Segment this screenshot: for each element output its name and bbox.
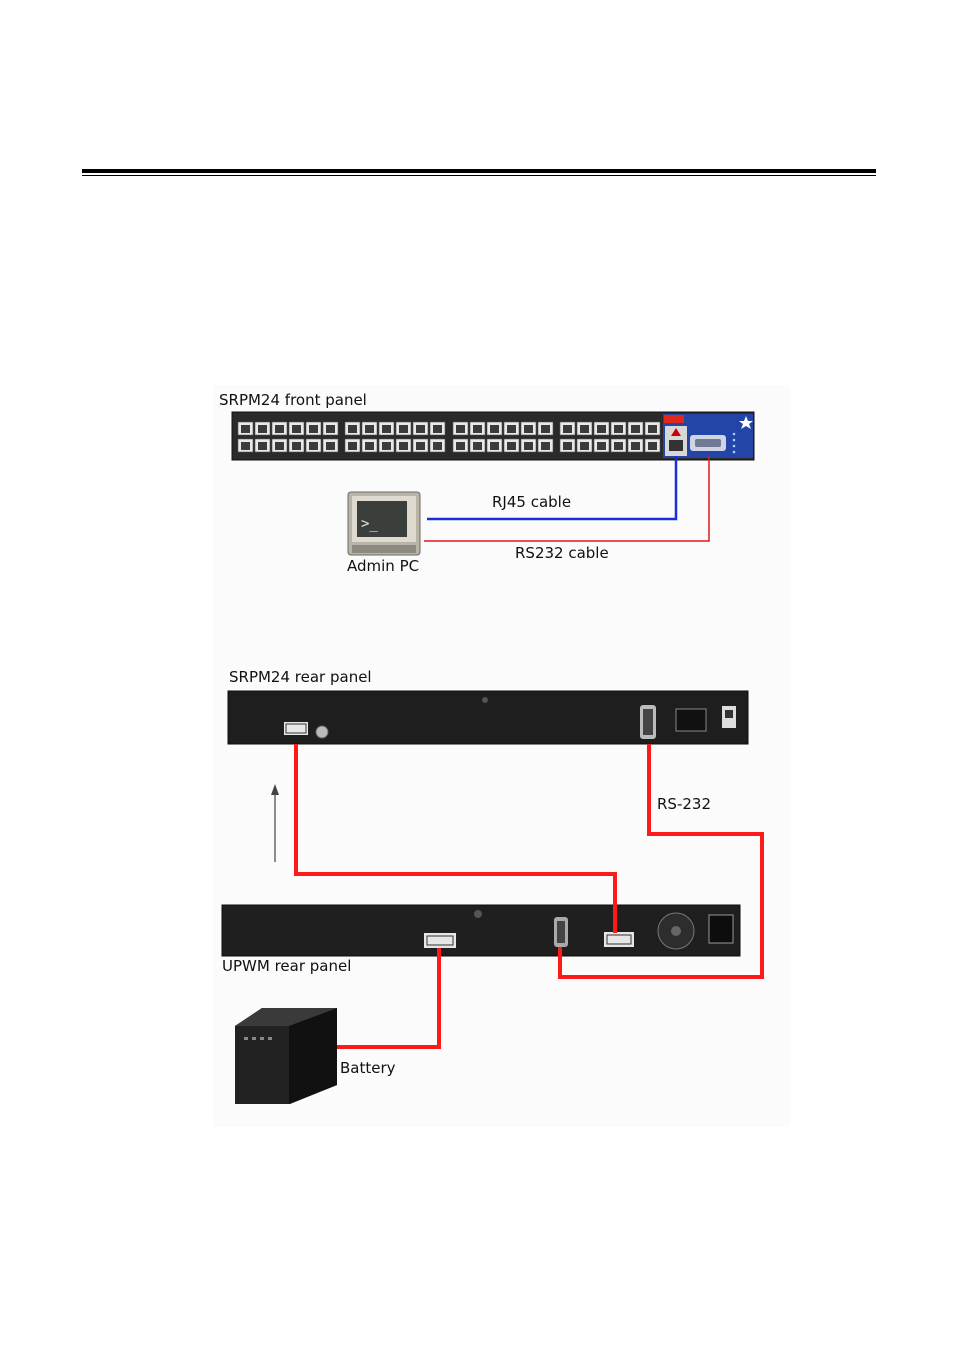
ethernet-port-socket (541, 425, 550, 433)
ethernet-port-socket (456, 442, 465, 450)
upwm-rear-panel (221, 904, 741, 957)
ethernet-port-socket (648, 425, 657, 433)
upwm-rear-panel-label: UPWM rear panel (222, 957, 352, 975)
battery-cable (337, 948, 441, 1049)
ethernet-port-socket (597, 425, 606, 433)
ethernet-port-socket (326, 442, 335, 450)
ethernet-port-socket (241, 442, 250, 450)
ethernet-port-socket (490, 442, 499, 450)
srpm24-rear-panel (227, 690, 749, 745)
battery-label: Battery (340, 1059, 396, 1077)
warning-icon (671, 428, 681, 436)
ethernet-port-socket (631, 425, 640, 433)
ethernet-port-socket (241, 425, 250, 433)
ethernet-port-socket (563, 442, 572, 450)
ethernet-port-socket (433, 425, 442, 433)
ethernet-port-socket (275, 442, 284, 450)
ethernet-port-socket (399, 425, 408, 433)
ethernet-port-socket (292, 442, 301, 450)
admin-pc-label: Admin PC (347, 557, 420, 575)
ethernet-port-socket (631, 442, 640, 450)
status-leds (732, 432, 736, 454)
up-arrow-icon (271, 784, 279, 862)
ethernet-port-socket (597, 442, 606, 450)
rj45-cable-label: RJ45 cable (492, 493, 572, 511)
header-rule (82, 169, 876, 173)
ethernet-ports (237, 421, 661, 453)
ethernet-port-socket (365, 442, 374, 450)
ethernet-port-socket (382, 425, 391, 433)
ethernet-port-socket (524, 425, 533, 433)
ground-screw (315, 725, 329, 739)
ethernet-port-socket (490, 425, 499, 433)
ethernet-port-socket (580, 442, 589, 450)
ethernet-port-socket (473, 442, 482, 450)
ethernet-port-socket (309, 425, 318, 433)
dc-output-connector (604, 932, 634, 947)
upwm-ac-inlet (708, 914, 734, 944)
rear-panel-label: SRPM24 rear panel (229, 668, 372, 686)
ac-power-inlet (675, 708, 707, 732)
ethernet-port-socket (416, 425, 425, 433)
ethernet-port-socket (524, 442, 533, 450)
ethernet-port-socket (648, 442, 657, 450)
srpm24-front-panel (231, 411, 755, 461)
rs232-cable-line (424, 456, 710, 542)
dc-power-cable (294, 744, 617, 933)
ethernet-port-socket (507, 442, 516, 450)
ethernet-port-socket (614, 425, 623, 433)
ethernet-port-socket (365, 425, 374, 433)
ethernet-port-socket (348, 442, 357, 450)
ethernet-port-socket (507, 425, 516, 433)
ethernet-port-socket (326, 425, 335, 433)
ethernet-port-socket (348, 425, 357, 433)
ethernet-port-socket (563, 425, 572, 433)
front-panel-label: SRPM24 front panel (219, 391, 367, 409)
ethernet-port-socket (258, 425, 267, 433)
rs232-cable-label: RS232 cable (515, 544, 609, 562)
ethernet-port-socket (473, 425, 482, 433)
svg-text:>_: >_ (361, 516, 378, 532)
ethernet-port-socket (433, 442, 442, 450)
header-rule-thin (82, 175, 876, 176)
ethernet-port-socket (614, 442, 623, 450)
ethernet-port-socket (258, 442, 267, 450)
figure-background (213, 385, 790, 1127)
rj45-cable-line (427, 456, 678, 521)
ethernet-port-socket (275, 425, 284, 433)
rs232-link-cable (558, 744, 764, 979)
dc-input-connector (284, 722, 308, 735)
battery-icon (235, 1008, 337, 1104)
rs232-label: RS-232 (657, 795, 711, 813)
admin-pc-icon: >_ (347, 491, 421, 556)
star-logo (739, 416, 753, 429)
ethernet-port-socket (580, 425, 589, 433)
battery-dc-input (424, 933, 456, 948)
ethernet-port-socket (416, 442, 425, 450)
ethernet-port-socket (399, 442, 408, 450)
brand-tag (664, 415, 684, 423)
ethernet-port-socket (382, 442, 391, 450)
ethernet-port-socket (456, 425, 465, 433)
ethernet-port-socket (309, 442, 318, 450)
ethernet-port-socket (541, 442, 550, 450)
ethernet-port-socket (292, 425, 301, 433)
